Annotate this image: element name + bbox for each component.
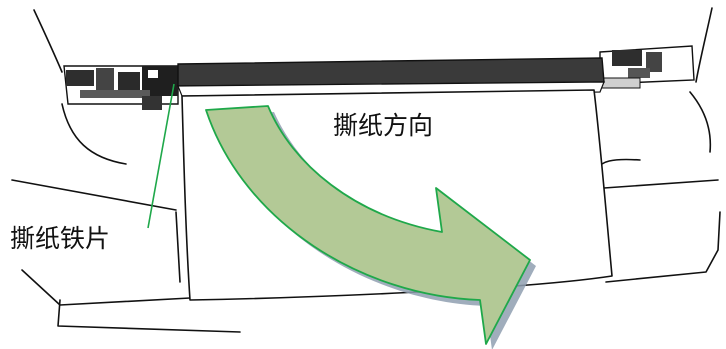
tear-direction-arrow [205,105,531,345]
left-mechanism [63,65,179,110]
paper-exit-bar [177,57,605,87]
tear-bar-label: 撕纸铁片 [10,224,111,253]
tear-direction-label: 撕纸方向 [333,111,434,140]
tear-bar-leader-line [147,83,175,229]
right-mechanism [595,45,695,89]
printer-body-outline [11,7,721,333]
